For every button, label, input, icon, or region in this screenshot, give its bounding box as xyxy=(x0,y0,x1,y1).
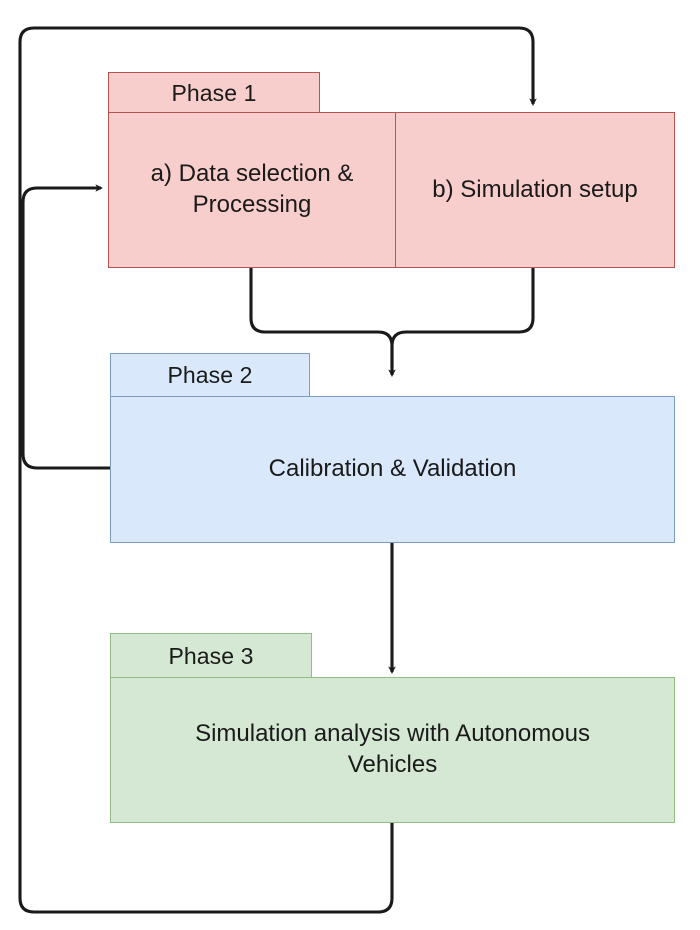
phase-1-cell-data-selection-label: a) Data selection & Processing xyxy=(150,160,354,218)
phase-3-cell-simulation-analysis-label: Simulation analysis with Autonomous Vehi… xyxy=(195,720,590,778)
phase-3-body: Simulation analysis with Autonomous Vehi… xyxy=(110,677,675,823)
phase-2-cell-calibration-validation[interactable]: Calibration & Validation xyxy=(111,397,674,542)
phase-3-cell-simulation-analysis[interactable]: Simulation analysis with Autonomous Vehi… xyxy=(111,678,674,822)
phase-1-cell-data-selection[interactable]: a) Data selection & Processing xyxy=(109,113,395,267)
phase-3-tab-label: Phase 3 xyxy=(168,642,254,669)
phase-1-tab[interactable]: Phase 1 xyxy=(108,72,320,113)
phase-2-tab[interactable]: Phase 2 xyxy=(110,353,310,397)
phase-1-cell-simulation-setup-label: b) Simulation setup xyxy=(432,175,638,203)
phase-1-cell-simulation-setup[interactable]: b) Simulation setup xyxy=(395,113,674,267)
phase-2-body: Calibration & Validation xyxy=(110,396,675,543)
phase-3-tab[interactable]: Phase 3 xyxy=(110,633,312,678)
connector-phase2-feedback xyxy=(21,184,110,470)
phase-2-tab-label: Phase 2 xyxy=(167,362,253,388)
phase-2-cell-calibration-validation-label: Calibration & Validation xyxy=(268,455,517,483)
connector-phase1b-downleg xyxy=(390,267,535,368)
phase-1-body: a) Data selection & Processing b) Simula… xyxy=(108,112,675,268)
phase-1-tab-label: Phase 1 xyxy=(171,79,257,106)
